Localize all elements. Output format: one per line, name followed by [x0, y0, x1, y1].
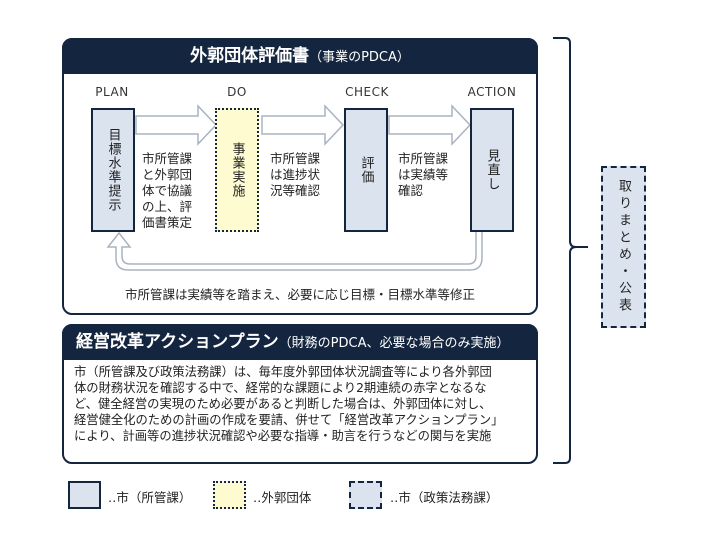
plan-to-do-note: 市所管課 と外郭団 体で協議 の上、評 価書策定 — [142, 151, 193, 230]
feedback-note: 市所管課は実績等を踏まえ、必要に応じ目標・目標水準等修正 — [124, 287, 475, 302]
reform-panel-body: 市（所管課及び政策法務課）は、毎年度外郭団体状況調査等により各外郭団 体の財務状… — [74, 365, 504, 443]
check-box: 評価 — [344, 108, 388, 232]
legend-swatch-external — [213, 481, 246, 509]
phase-label-do: DO — [227, 85, 247, 99]
do-to-check-note: 市所管課 は進捗状 況等確認 — [270, 151, 321, 198]
legend-swatch-policy-dept — [349, 481, 382, 509]
action-box-text: 見直し — [484, 149, 500, 191]
legend-swatch-city-dept — [68, 481, 101, 509]
compile-publish-text: 取りまとめ・公表 — [616, 179, 631, 315]
do-box-text: 事業実施 — [229, 142, 245, 198]
pdca-panel-title: 外郭団体評価書 — [190, 46, 310, 66]
arrow-right-icon — [135, 104, 218, 146]
pdca-panel-subtitle: （事業のPDCA） — [309, 50, 410, 65]
plan-box: 目標水準提示 — [91, 108, 135, 232]
legend-label-policy-dept: ‥市（政策法務課） — [390, 490, 499, 505]
arrow-right-icon — [388, 104, 472, 146]
check-to-action-note: 市所管課 は実績等 確認 — [398, 151, 449, 198]
phase-label-action: ACTION — [467, 85, 517, 99]
pdca-panel-header: 外郭団体評価書（事業のPDCA） — [62, 38, 538, 74]
legend-label-city-dept: ‥市（所管課） — [108, 490, 192, 505]
arrow-right-icon — [261, 104, 345, 146]
check-box-text: 評価 — [358, 156, 374, 184]
phase-label-plan: PLAN — [95, 85, 129, 99]
reform-panel: 経営改革アクションプラン（財務のPDCA、必要な場合のみ実施） — [62, 324, 538, 464]
action-box: 見直し — [470, 108, 514, 232]
do-box: 事業実施 — [215, 108, 259, 232]
reform-panel-header: 経営改革アクションプラン（財務のPDCA、必要な場合のみ実施） — [62, 324, 538, 360]
reform-panel-subtitle: （財務のPDCA、必要な場合のみ実施） — [278, 336, 510, 351]
feedback-arrow-icon — [106, 229, 483, 271]
plan-box-text: 目標水準提示 — [105, 128, 121, 212]
phase-label-check: CHECK — [345, 85, 389, 99]
reform-panel-title: 経営改革アクションプラン — [76, 332, 279, 352]
compile-publish-box: 取りまとめ・公表 — [601, 166, 646, 328]
legend-label-external: ‥外郭団体 — [253, 490, 312, 505]
